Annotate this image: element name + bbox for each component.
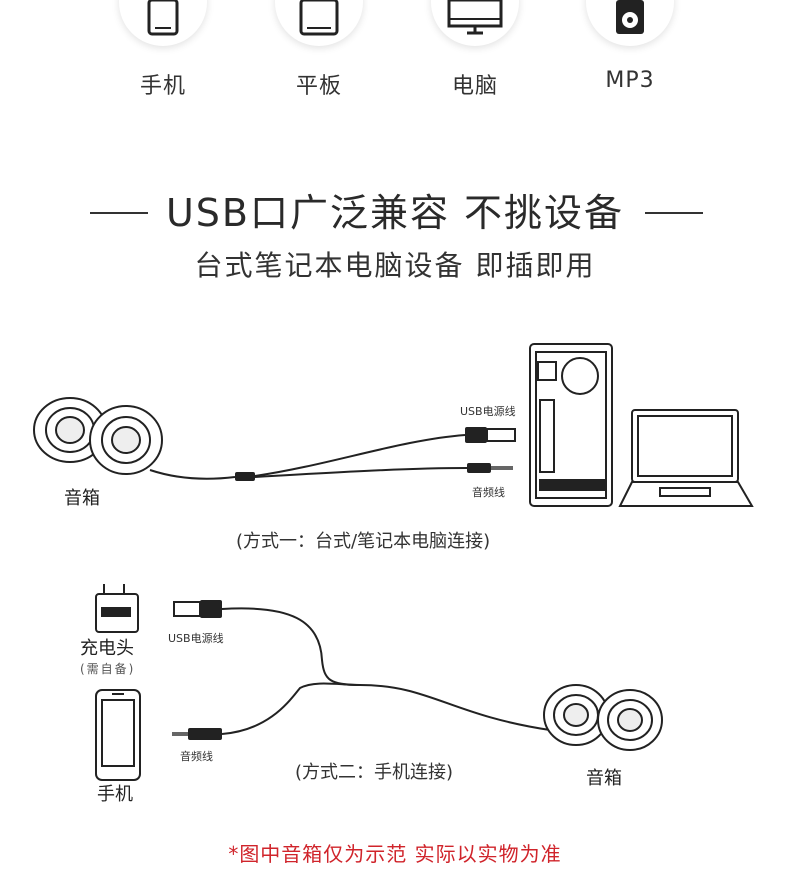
device-label: 平板 — [295, 74, 342, 99]
usb-plug-icon — [173, 600, 222, 618]
device-label: 电脑 — [451, 74, 498, 99]
device-label: MP3 — [605, 68, 655, 93]
diagram-phone-connection — [95, 584, 663, 781]
device-phone: 手机 — [113, 0, 213, 110]
headline-title: USB口广泛兼容 不挑设备 — [165, 191, 625, 235]
phone-label: 手机 — [97, 784, 133, 805]
usb-cable-label: USB电源线 — [168, 632, 224, 645]
disclaimer-note: *图中音箱仅为示范 实际以实物为准 — [228, 842, 562, 866]
speaker-illustration — [33, 397, 163, 475]
charger-illustration — [95, 584, 139, 633]
charger-note: (需自备) — [80, 662, 136, 676]
speaker-label: 音箱 — [586, 768, 622, 789]
audio-jack-icon — [467, 463, 513, 473]
speaker-label: 音箱 — [64, 488, 100, 509]
diagram1-caption: (方式一：台式/笔记本电脑连接) — [236, 531, 491, 552]
title-rule-right — [645, 212, 703, 214]
usb-cable-label: USB电源线 — [460, 405, 516, 418]
mp3-player-icon — [616, 0, 644, 34]
audio-jack-icon — [172, 728, 222, 740]
inline-controller — [235, 472, 255, 481]
headline-subtitle: 台式笔记本电脑设备 即插即用 — [194, 249, 596, 282]
diagram2-caption: (方式二：手机连接) — [295, 762, 454, 783]
device-label: 手机 — [139, 74, 186, 99]
laptop-illustration — [618, 409, 754, 507]
diagram-computer-connection — [33, 343, 754, 507]
tablet-icon — [299, 0, 339, 36]
device-computer: 电脑 — [425, 0, 525, 110]
audio-cable-label: 音频线 — [472, 486, 505, 499]
usb-plug-icon — [465, 427, 516, 443]
pc-tower-illustration — [529, 343, 613, 507]
monitor-icon — [447, 0, 503, 35]
speaker-illustration — [543, 684, 663, 751]
charger-label: 充电头 — [80, 638, 134, 659]
device-mp3: MP3 — [580, 0, 680, 110]
audio-cable-label: 音频线 — [180, 750, 213, 763]
phone-icon — [147, 0, 179, 36]
device-tablet: 平板 — [269, 0, 369, 110]
phone-illustration — [95, 689, 141, 781]
title-rule-left — [90, 212, 148, 214]
